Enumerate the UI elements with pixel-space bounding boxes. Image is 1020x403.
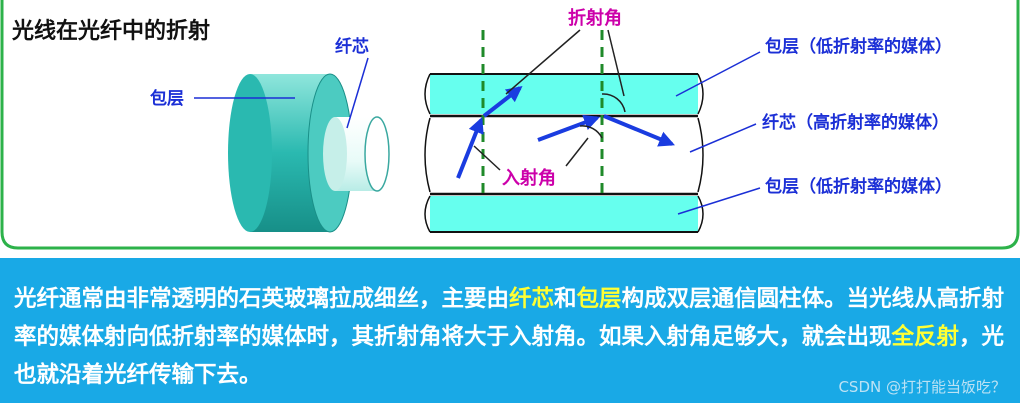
description-text: 光纤通常由非常透明的石英玻璃拉成细丝，主要由纤芯和包层构成双层通信圆柱体。当光线…	[14, 280, 1014, 394]
desc-part-4: ，光也就沿着光纤传输下去。	[14, 324, 1005, 388]
leader-incidence-angle	[473, 145, 501, 171]
label-cladding-top: 包层（低折射率的媒体）	[765, 36, 952, 57]
diagram-panel: 光线在光纤中的折射 纤芯 包层 折射角	[0, 0, 1020, 250]
description-panel: 光纤通常由非常透明的石英玻璃拉成细丝，主要由纤芯和包层构成双层通信圆柱体。当光线…	[0, 258, 1020, 403]
leader-refraction-angle	[607, 29, 625, 97]
label-refraction-angle: 折射角	[568, 7, 622, 29]
leader-core-small	[346, 57, 369, 129]
label-core-mid: 纤芯（高折射率的媒体）	[762, 112, 949, 133]
leader-cladding-top	[675, 51, 761, 97]
label-cladding-small: 包层	[150, 88, 184, 109]
incident-ray-right	[537, 114, 600, 142]
highlight-core: 纤芯	[509, 286, 555, 312]
desc-part-3: 构成双层通信圆柱体。当光线从高折射率的媒体射向低折射率的媒体时，其折射角将大于入…	[14, 286, 1005, 350]
fiber-cylinder	[228, 73, 390, 233]
top-border	[0, 0, 1020, 250]
highlight-cladding: 包层	[576, 286, 622, 312]
refraction-angle-arc	[601, 93, 626, 113]
leader-cladding-bottom	[677, 187, 761, 215]
leader-incidence-angle-2	[565, 137, 589, 167]
reflected-ray-right	[603, 114, 675, 147]
highlight-total-reflection: 全反射	[891, 324, 960, 350]
diagram-title: 光线在光纤中的折射	[11, 18, 210, 44]
incident-ray-left	[456, 117, 484, 179]
label-core-small: 纤芯	[335, 36, 369, 57]
refracted-ray-left	[482, 86, 523, 118]
incidence-angle-arc	[579, 125, 603, 139]
desc-part-1: 光纤通常由非常透明的石英玻璃拉成细丝，主要由	[14, 286, 510, 312]
watermark: CSDN @打打能当饭吃？	[838, 378, 1006, 396]
desc-part-2: 和	[554, 286, 577, 312]
label-cladding-bottom: 包层（低折射率的媒体）	[765, 176, 952, 197]
leader-refraction-angle-2	[505, 29, 581, 95]
label-incidence-angle: 入射角	[502, 167, 556, 189]
leader-core-mid	[689, 123, 757, 153]
fiber-diagram: 光线在光纤中的折射 纤芯 包层 折射角	[0, 0, 1020, 250]
